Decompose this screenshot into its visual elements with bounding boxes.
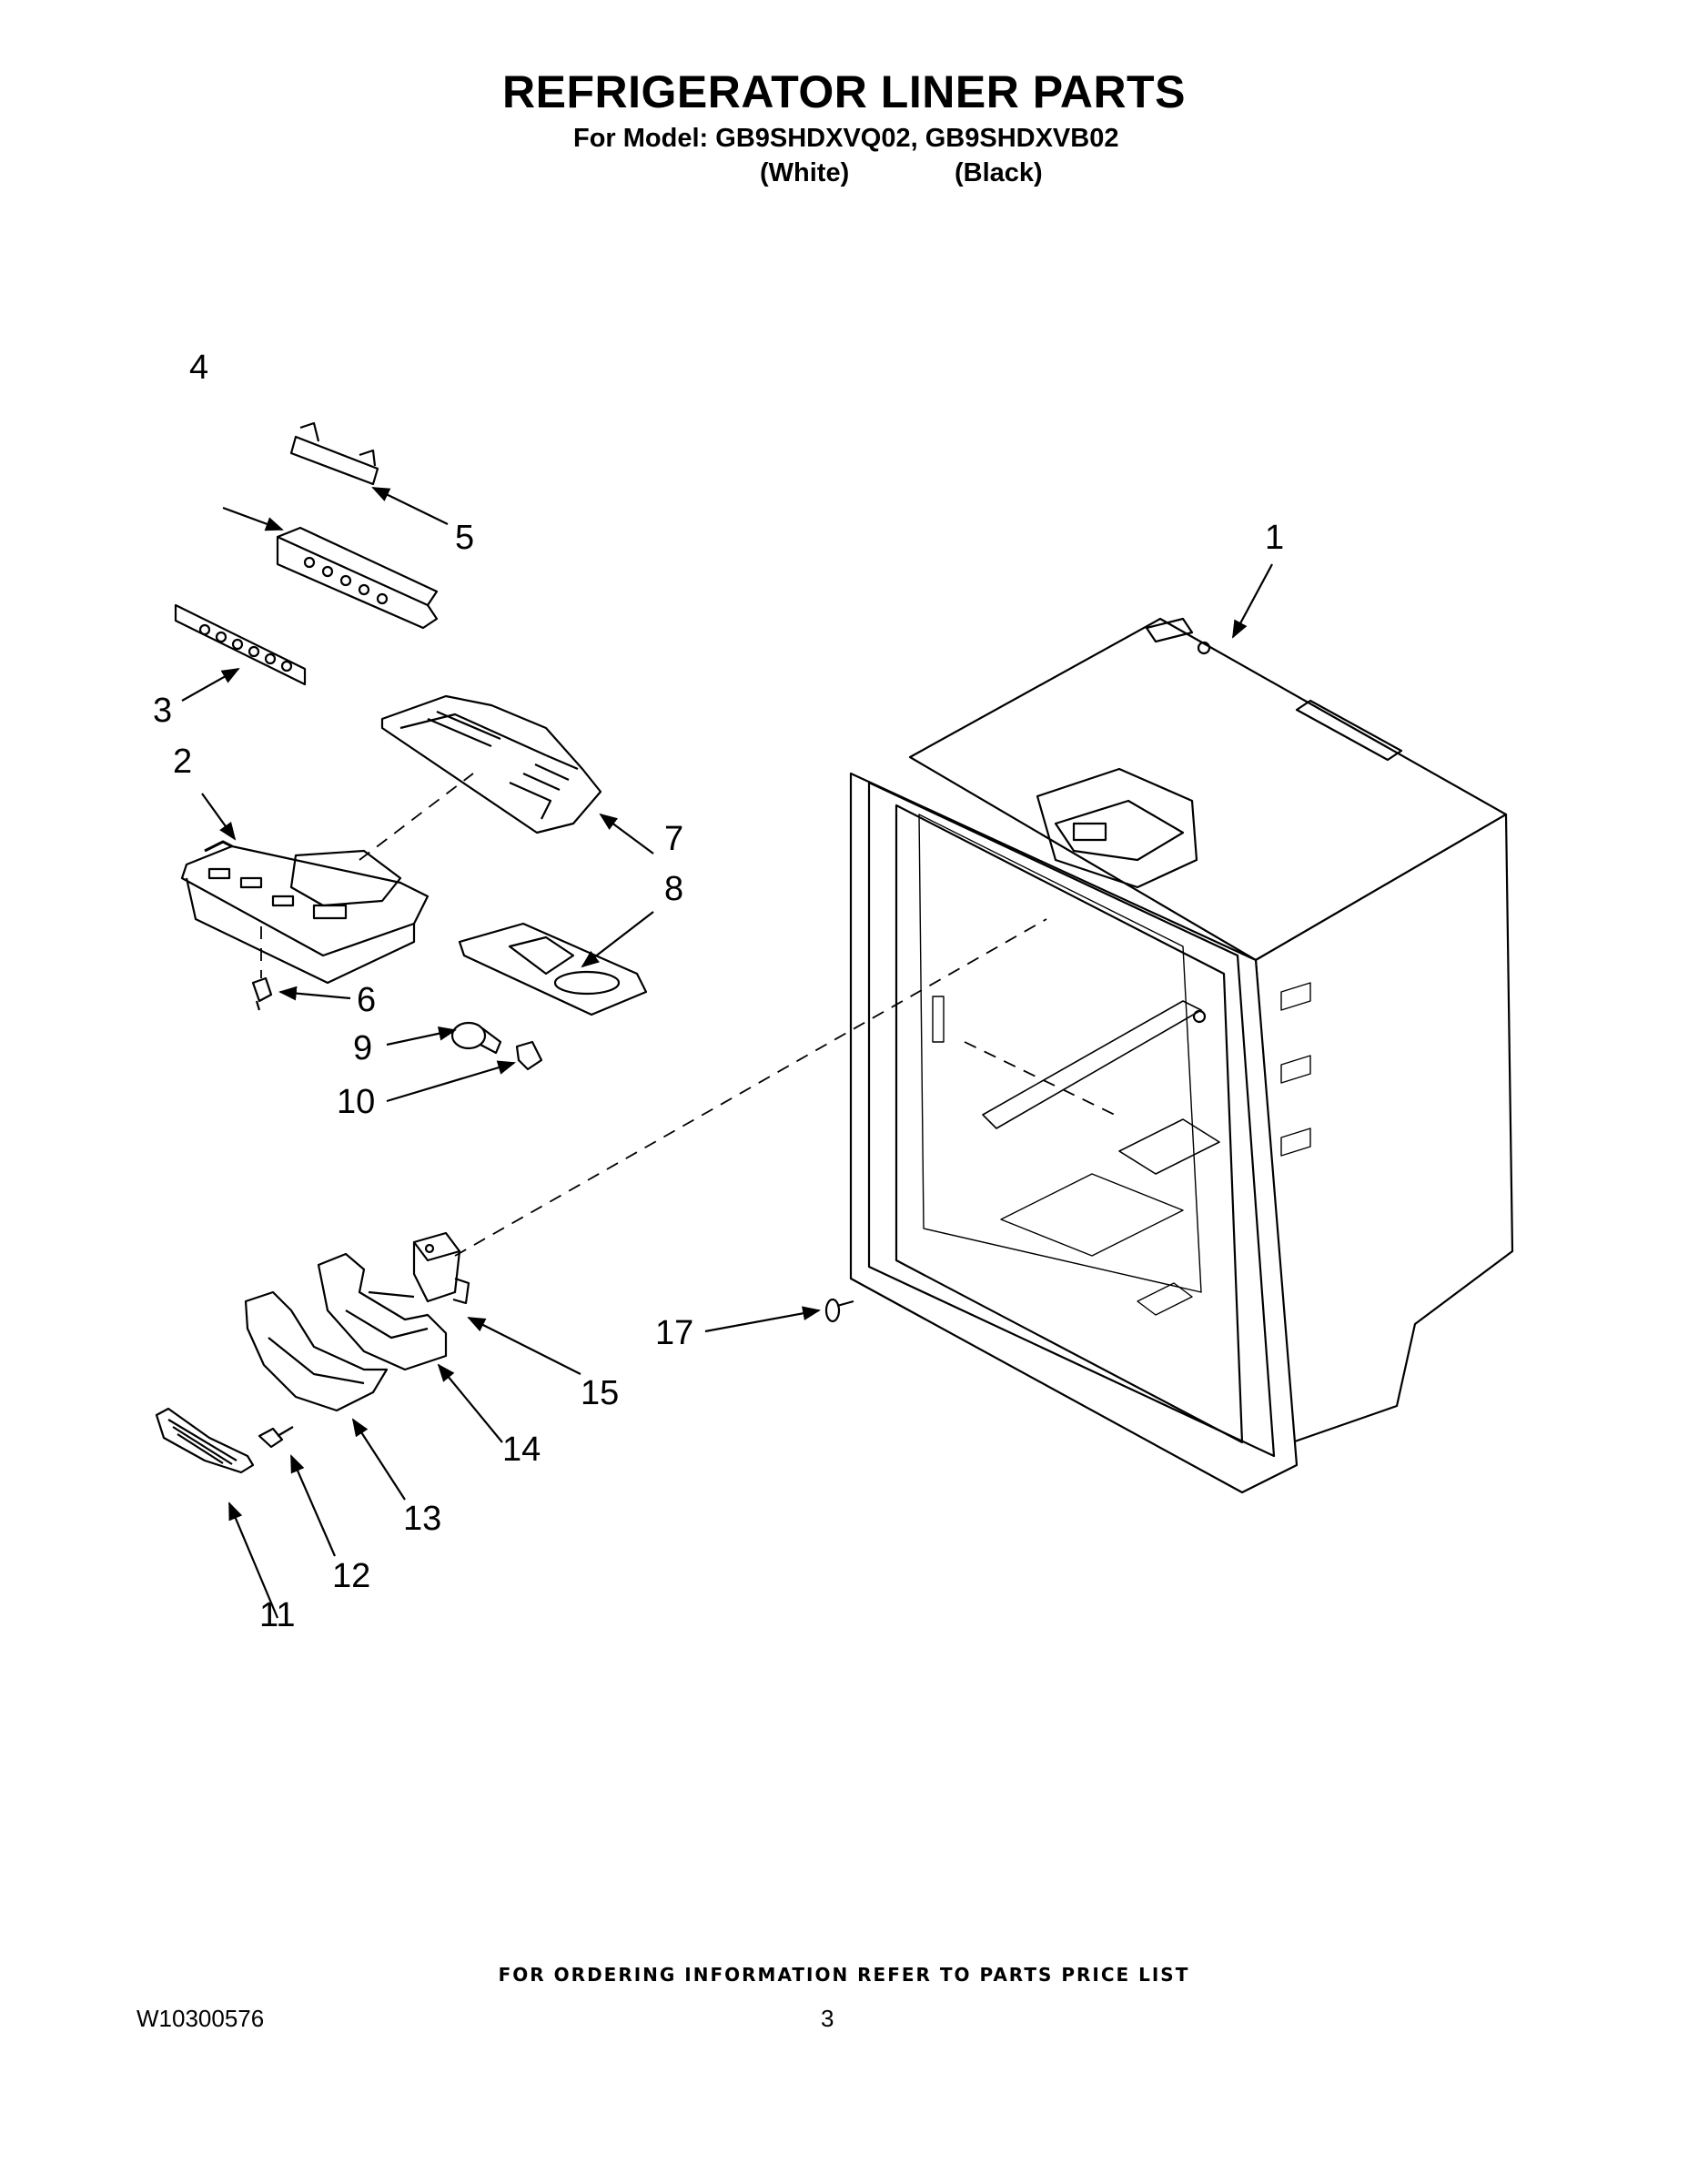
- trim-part: [244, 1290, 389, 1412]
- page-title: REFRIGERATOR LINER PARTS: [502, 66, 1186, 117]
- ordering-note: FOR ORDERING INFORMATION REFER TO PARTS …: [498, 1964, 1190, 1986]
- light-housing-part: [180, 840, 430, 985]
- screw-part: [258, 1426, 294, 1449]
- callout-2: 2: [173, 743, 193, 781]
- socket-part: [515, 1040, 543, 1071]
- diffuser-part: [380, 694, 602, 834]
- page-number: 3: [821, 2005, 834, 2032]
- document-number: W10300576: [136, 2005, 265, 2032]
- callout-9: 9: [353, 1029, 373, 1067]
- switch-part: [251, 976, 273, 1011]
- control-overlay-part: [174, 603, 307, 686]
- callout-6: 6: [357, 981, 377, 1019]
- callout-3: 3: [153, 692, 173, 730]
- callout-4: 4: [189, 349, 209, 387]
- grille-part: [155, 1407, 255, 1474]
- model-line: For Model: GB9SHDXVQ02, GB9SHDXVB02: [573, 124, 1119, 153]
- variant-black-label: (Black): [955, 158, 1043, 187]
- callout-11: 11: [259, 1596, 296, 1634]
- dispenser-housing-part: [317, 1252, 448, 1371]
- callout-17: 17: [655, 1314, 694, 1352]
- callout-10: 10: [337, 1083, 376, 1121]
- valve-part: [412, 1231, 470, 1305]
- light-shield-part: [458, 922, 648, 1016]
- liner-part: [849, 617, 1514, 1494]
- callout-8: 8: [664, 870, 684, 908]
- callout-5: 5: [455, 519, 475, 557]
- liner-screw-part: [824, 1298, 854, 1323]
- bracket-part: [289, 421, 379, 486]
- control-housing-part: [276, 526, 439, 630]
- bulb-part: [450, 1021, 502, 1055]
- callout-15: 15: [581, 1374, 620, 1412]
- variant-white-label: (White): [760, 158, 850, 187]
- callout-13: 13: [403, 1500, 442, 1538]
- callout-14: 14: [502, 1431, 541, 1469]
- callout-12: 12: [332, 1557, 371, 1595]
- callout-7: 7: [664, 820, 684, 858]
- callout-1: 1: [1265, 519, 1285, 557]
